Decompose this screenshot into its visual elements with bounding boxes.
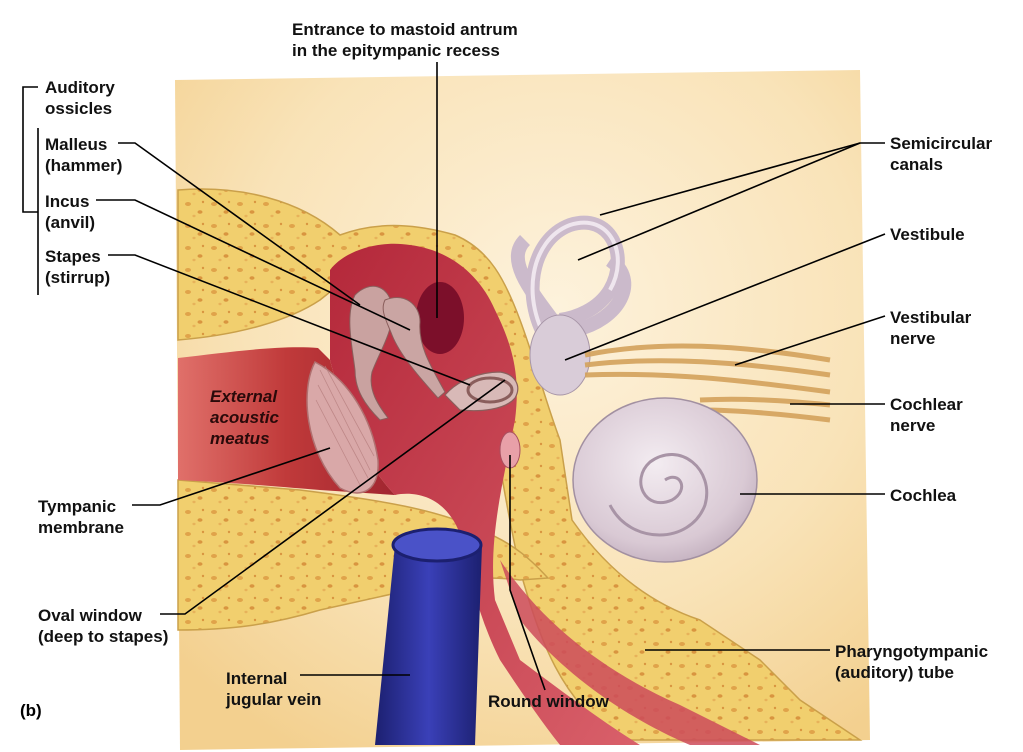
stapes-footplate xyxy=(466,376,514,404)
vestibule-shape xyxy=(529,314,591,396)
incus-label: Incus (anvil) xyxy=(45,192,96,232)
semicircular-canals-label: Semicircular canals xyxy=(890,134,993,174)
round-window-label: Round window xyxy=(488,692,609,711)
pharyngotympanic-tube-label: Pharyngotympanic (auditory) tube xyxy=(835,642,989,682)
internal-jugular-vein-shape xyxy=(375,531,482,745)
cochlea-shape xyxy=(572,397,758,563)
mastoid-antrum-entrance xyxy=(416,282,464,354)
temporal-bone-lower xyxy=(177,479,550,631)
oval-window-label: Oval window (deep to stapes) xyxy=(38,606,169,646)
middle-ear-cavity xyxy=(330,243,640,745)
vestibule-label: Vestibule xyxy=(890,225,965,244)
vestibular-nerve-label: Vestibular nerve xyxy=(890,308,972,348)
tympanic-membrane-label: Tympanic membrane xyxy=(38,497,124,537)
cochlea-label: Cochlea xyxy=(890,486,957,505)
mastoid-antrum-label: Entrance to mastoid antrum in the epitym… xyxy=(292,20,518,60)
auditory-ossicles-label: Auditory ossicles xyxy=(45,78,115,118)
pharyngotympanic-tube xyxy=(500,560,760,745)
cochlear-nerve-label: Cochlear nerve xyxy=(890,395,963,435)
malleus-label: Malleus (hammer) xyxy=(45,135,123,175)
external-acoustic-meatus-label: External acoustic meatus xyxy=(210,387,279,448)
panel-label: (b) xyxy=(20,701,42,720)
incus-shape xyxy=(382,297,446,399)
leader-lines xyxy=(22,62,886,691)
stapes-label: Stapes (stirrup) xyxy=(45,247,111,287)
internal-jugular-vein-label: Internal jugular vein xyxy=(226,669,322,709)
tympanic-membrane-shape xyxy=(306,360,379,494)
